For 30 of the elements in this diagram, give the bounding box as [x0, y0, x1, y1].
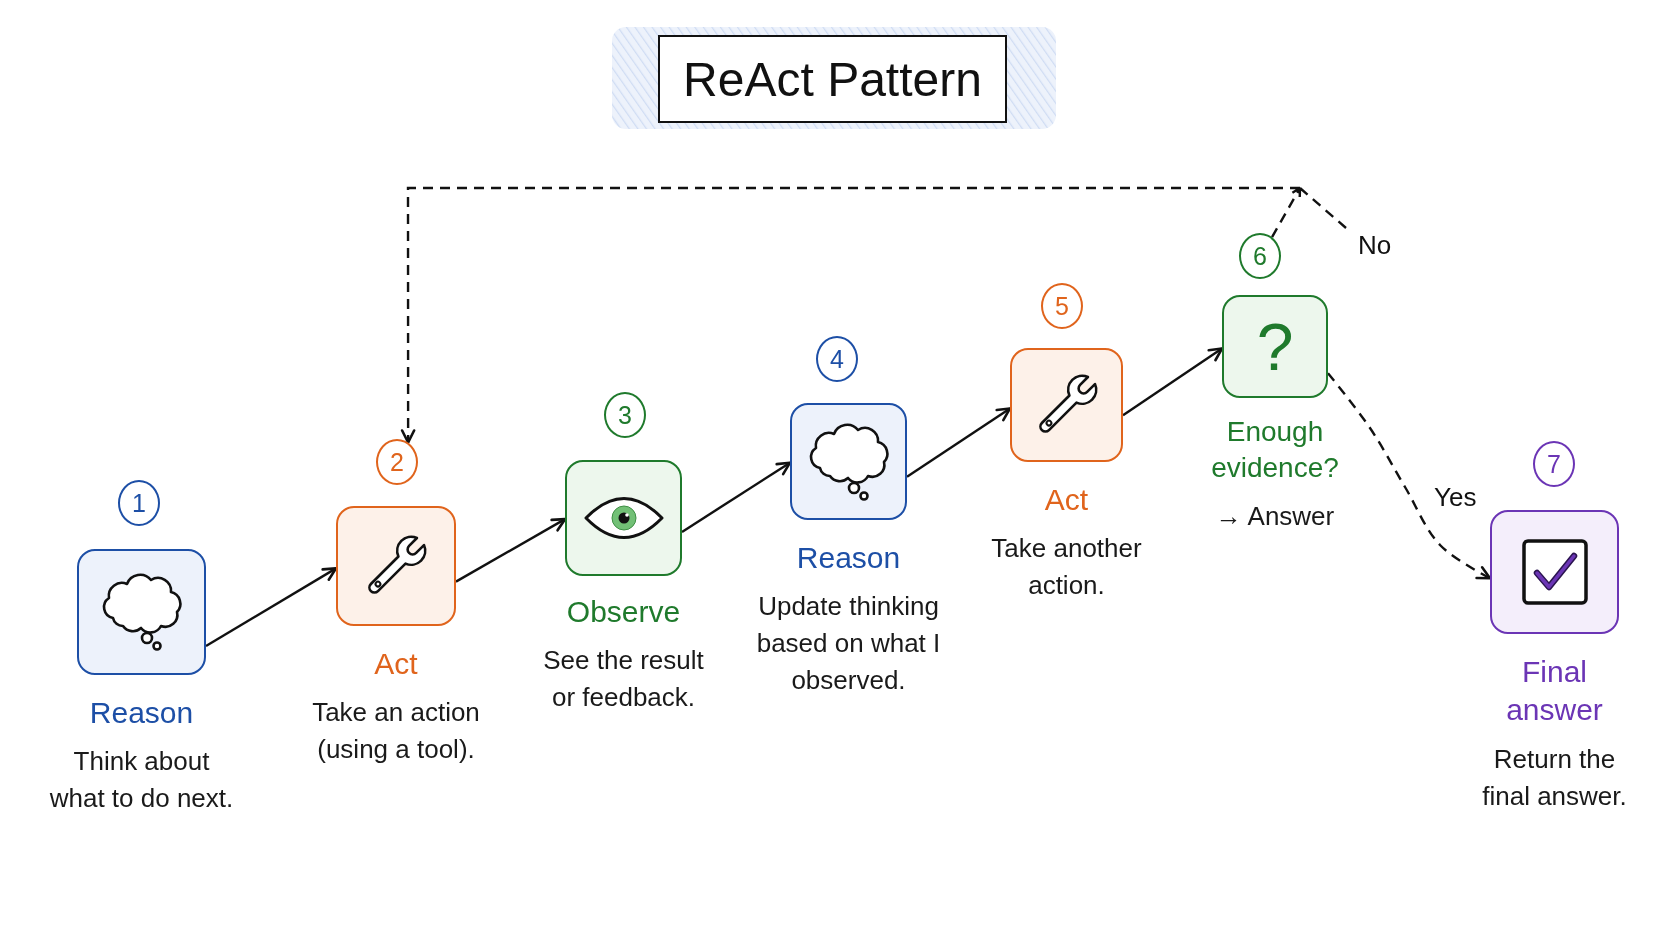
step-number: 4 [816, 336, 858, 382]
step-description: → Answer [1215, 500, 1335, 533]
step-title: Reason [89, 695, 194, 731]
step-number: 6 [1239, 233, 1281, 279]
step-number: 2 [376, 439, 418, 485]
dashed-arrow [1327, 372, 1492, 580]
question-mark: ? [1256, 313, 1294, 380]
step-description: Update thinking based on what I observed. [755, 590, 942, 697]
step-description: See the result or feedback. [542, 644, 705, 714]
step-title: Observe [566, 594, 681, 630]
step-description: Think about what to do next. [48, 745, 235, 815]
step-description: Take another action. [990, 532, 1143, 602]
step-number: 1 [118, 480, 160, 526]
arrow [205, 567, 338, 648]
step-title: Act [1044, 482, 1089, 518]
step-description: Take an action (using a tool). [311, 696, 481, 766]
step-number: 3 [604, 392, 646, 438]
step-number: 7 [1533, 441, 1575, 487]
step-title: Final answer [1505, 654, 1604, 728]
arrow [906, 407, 1012, 478]
arrow [455, 517, 567, 583]
step-title: Enough evidence? [1210, 415, 1340, 485]
step-number: 5 [1041, 283, 1083, 329]
arrow [681, 461, 792, 533]
step-description: Return the final answer. [1481, 743, 1628, 813]
step-title: Act [374, 646, 418, 682]
step-title: Reason [796, 540, 901, 576]
diagram-title: ReAct Pattern [658, 35, 1007, 123]
arrow [1122, 347, 1224, 417]
dashed-arrow [400, 186, 1348, 444]
